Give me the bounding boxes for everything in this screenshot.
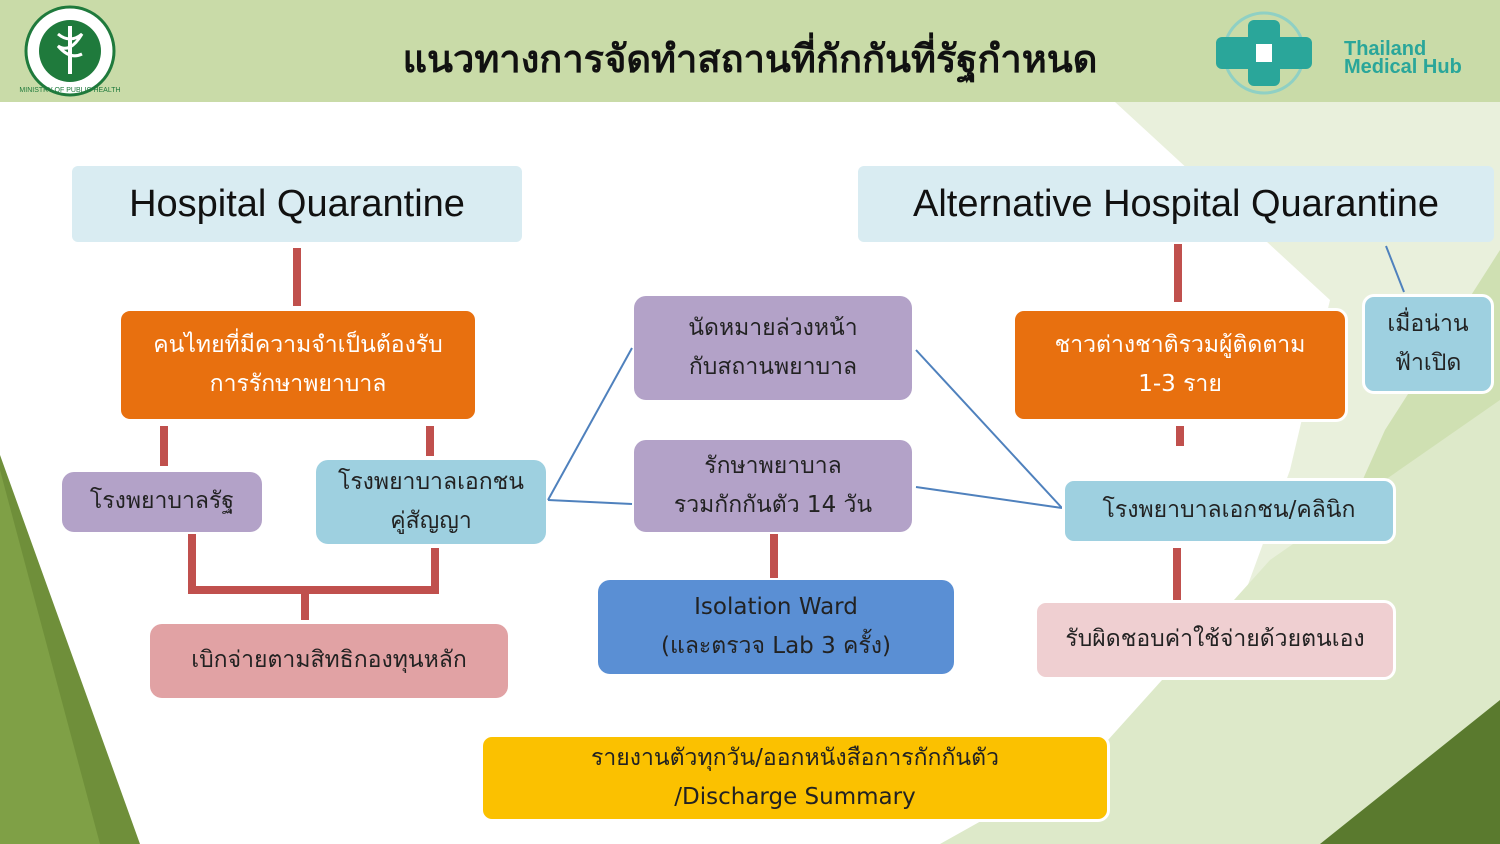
reimburse-box: เบิกจ่ายตามสิทธิกองทุนหลัก — [150, 624, 508, 698]
logo-text: Thailand Medical Hub — [1344, 38, 1462, 78]
private-clinic-box: โรงพยาบาลเอกชน/คลินิก — [1062, 478, 1396, 544]
isolation-ward-box: Isolation Ward (และตรวจ Lab 3 ครั้ง) — [598, 580, 954, 674]
thai-need-treatment-box: คนไทยที่มีความจำเป็นต้องรับ การรักษาพยาบ… — [118, 308, 478, 422]
logo-line2: Medical Hub — [1344, 56, 1462, 78]
thai-need-line2: การรักษาพยาบาล — [209, 371, 387, 397]
isolation-line1: Isolation Ward — [694, 593, 858, 620]
report-line1: รายงานตัวทุกวัน/ออกหนังสือการกักกันตัว — [590, 744, 999, 771]
ministry-logo: MINISTRY OF PUBLIC HEALTH — [19, 5, 121, 97]
foreigners-line1: ชาวต่างชาติรวมผู้ติดตาม — [1054, 331, 1306, 358]
self-pay-box: รับผิดชอบค่าใช้จ่ายด้วยตนเอง — [1034, 600, 1396, 680]
private-contract-hospital-box: โรงพยาบาลเอกชน คู่สัญญา — [316, 460, 546, 544]
appointment-box: นัดหมายล่วงหน้า กับสถานพยาบาล — [634, 296, 912, 400]
thailand-medical-hub-logo: Thailand Medical Hub — [1196, 10, 1500, 96]
page-title: แนวทางการจัดทำสถานที่กักกันที่รัฐกำหนด — [402, 37, 1098, 81]
thai-need-line1: คนไทยที่มีความจำเป็นต้องรับ — [153, 331, 443, 358]
sky-open-box: เมื่อน่าน ฟ้าเปิด — [1362, 294, 1494, 394]
appointment-line2: กับสถานพยาบาล — [688, 354, 858, 380]
foreigners-line2: 1-3 ราย — [1138, 371, 1222, 397]
logo-line1: Thailand — [1344, 38, 1427, 60]
private-contract-line1: โรงพยาบาลเอกชน — [337, 468, 525, 495]
gov-hospital-box: โรงพยาบาลรัฐ — [62, 472, 262, 532]
foreigners-box: ชาวต่างชาติรวมผู้ติดตาม 1-3 ราย — [1012, 308, 1348, 422]
hospital-quarantine-header: Hospital Quarantine — [72, 166, 522, 242]
report-box: รายงานตัวทุกวัน/ออกหนังสือการกักกันตัว /… — [480, 734, 1110, 822]
sky-open-line2: ฟ้าเปิด — [1394, 350, 1462, 376]
appointment-line1: นัดหมายล่วงหน้า — [688, 314, 858, 341]
private-contract-line2: คู่สัญญา — [390, 508, 472, 534]
report-line2: /Discharge Summary — [674, 784, 916, 810]
sky-open-line1: เมื่อน่าน — [1387, 310, 1469, 337]
medical-cross-icon — [1216, 11, 1312, 95]
alternative-hospital-quarantine-header: Alternative Hospital Quarantine — [858, 166, 1494, 242]
treatment-line1: รักษาพยาบาล — [704, 452, 842, 479]
isolation-line2: (และตรวจ Lab 3 ครั้ง) — [661, 633, 891, 659]
treatment-line2: รวมกักกันตัว 14 วัน — [673, 492, 873, 518]
treatment-box: รักษาพยาบาล รวมกักกันตัว 14 วัน — [634, 440, 912, 532]
svg-text:MINISTRY OF PUBLIC HEALTH: MINISTRY OF PUBLIC HEALTH — [19, 87, 120, 94]
